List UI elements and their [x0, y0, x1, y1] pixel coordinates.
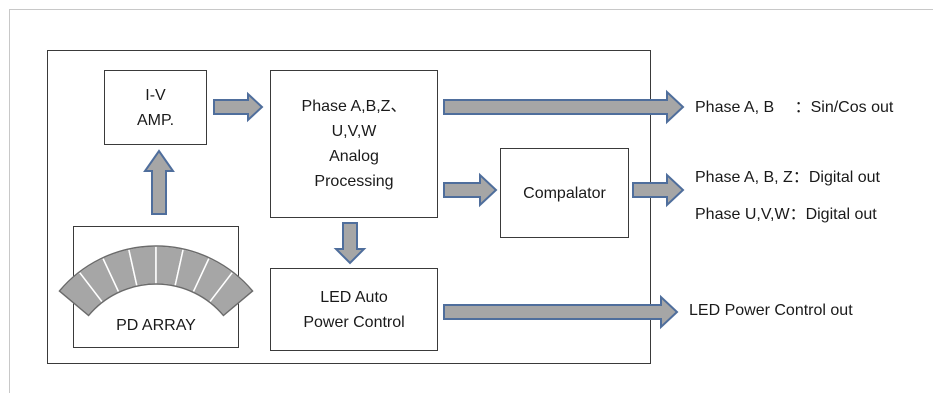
phase-processing-line-4: Processing [314, 173, 394, 190]
phase-processing-line-3: Analog [329, 148, 379, 165]
led-apc-line-1: LED Auto [320, 288, 388, 306]
arrow-comp-to-digital [632, 172, 685, 208]
iv-amp-line-1: I-V [145, 86, 166, 104]
arrow-processing-to-comp [443, 172, 498, 208]
pd-array-label: PD ARRAY [73, 312, 239, 338]
comparator-label: Compalator [500, 148, 629, 238]
pd-array-outline [58, 245, 254, 317]
led-apc-line-2: Power Control [303, 313, 405, 331]
output-digital-uvw: Phase U,V,W：Digital out [695, 206, 877, 223]
led-apc-label: LED Auto Power Control [270, 268, 438, 351]
figure-frame [9, 9, 933, 393]
iv-amp-block [104, 70, 207, 145]
comparator-block [500, 148, 629, 238]
comparator-line-1: Compalator [523, 184, 606, 202]
output-sin-cos: Phase A, B ：Sin/Cos out [695, 99, 894, 116]
phase-processing-line-1: Phase A,B,Z、 [301, 98, 407, 115]
phase-analog-processing-block [270, 70, 438, 218]
iv-amp-label: I-V AMP. [104, 70, 207, 145]
arrow-iv-to-processing [213, 91, 264, 123]
led-auto-power-control-block [270, 268, 438, 351]
phase-processing-line-2: U,V,W [331, 123, 377, 140]
arrow-apc-to-led-out [443, 294, 679, 330]
phase-processing-label: Phase A,B,Z、 U,V,W Analog Processing [270, 70, 438, 218]
iv-amp-line-2: AMP. [136, 111, 175, 129]
output-digital-abz: Phase A, B, Z：Digital out [695, 169, 880, 186]
arrow-pd-to-iv [143, 149, 175, 215]
pd-array-text: PD ARRAY [116, 316, 196, 334]
pd-array-sensor-icon [58, 245, 254, 317]
output-led-power-control: LED Power Control out [689, 302, 853, 319]
arrow-processing-to-sincos [443, 89, 685, 125]
arrow-processing-to-apc [333, 222, 367, 265]
